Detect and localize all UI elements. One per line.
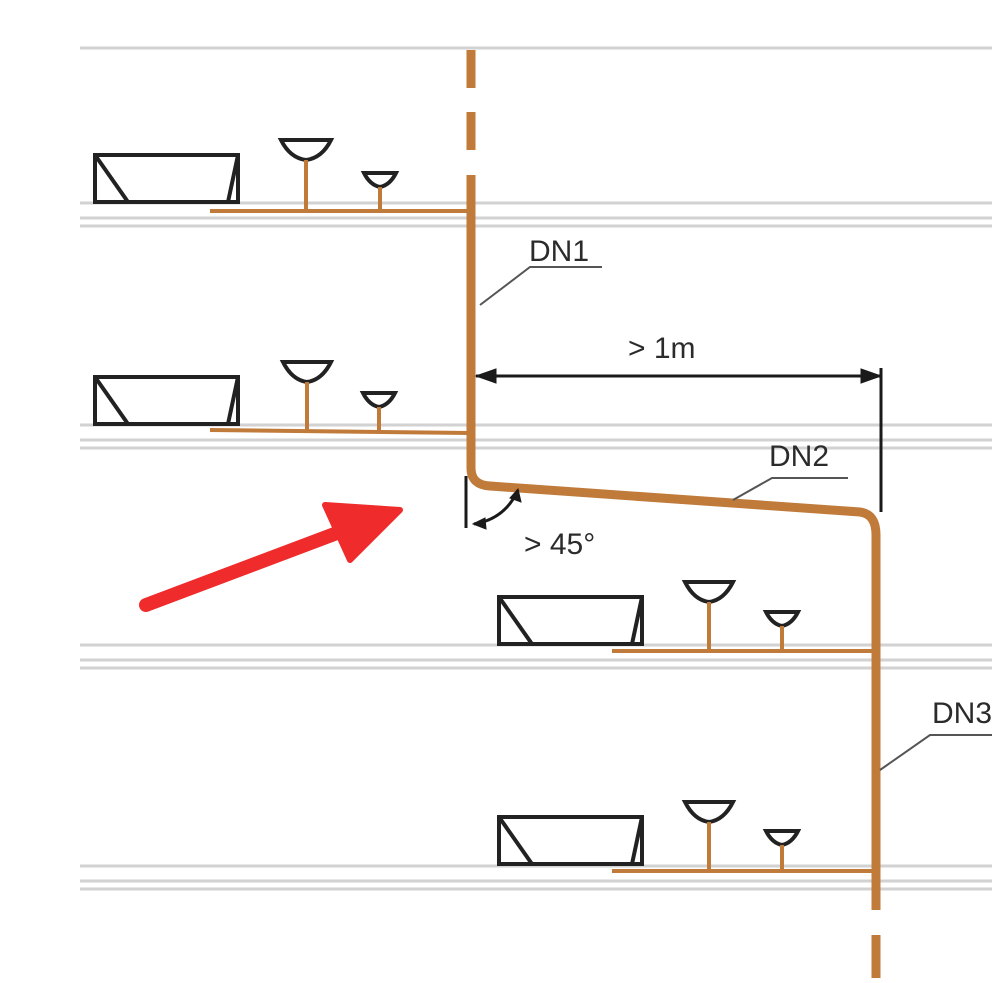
leader-lines xyxy=(479,266,992,771)
washbasin-icon xyxy=(681,580,737,605)
dn3-leader xyxy=(879,734,992,771)
small-washbasin-icon xyxy=(360,171,400,190)
floor-lines xyxy=(80,46,992,891)
fixtures xyxy=(93,138,802,866)
floor-1-fixtures xyxy=(93,138,400,204)
bathtub-icon xyxy=(497,815,644,866)
dn2-label: DN2 xyxy=(769,440,829,473)
bathtub-icon xyxy=(93,153,240,204)
min-offset-label: > 1m xyxy=(628,332,696,365)
floor-slab-1 xyxy=(80,201,992,228)
dn3-label: DN3 xyxy=(932,697,992,730)
floor-2-branch-pipe xyxy=(209,382,471,435)
red-pointer-arrow-icon xyxy=(139,502,403,612)
min-angle-label: > 45° xyxy=(524,528,595,561)
bathtub-icon xyxy=(93,375,240,426)
floor-1-branch-pipe xyxy=(210,160,470,213)
small-washbasin-icon xyxy=(359,391,399,410)
floor-4-branch-pipe xyxy=(612,822,876,873)
floor-slab-3 xyxy=(80,643,992,670)
floor-3-fixtures xyxy=(497,580,802,646)
floor-2-fixtures xyxy=(93,360,399,426)
small-washbasin-icon xyxy=(762,610,802,629)
washbasin-icon xyxy=(681,800,737,825)
dn1-label: DN1 xyxy=(529,235,589,268)
floor-4-fixtures xyxy=(497,800,802,866)
dn2-leader xyxy=(732,477,848,501)
pipework xyxy=(209,50,881,978)
floor-3-branch-pipe xyxy=(612,602,876,653)
angle-dimension xyxy=(464,476,522,530)
dn1-leader xyxy=(479,266,602,306)
small-washbasin-icon xyxy=(762,829,802,848)
bathtub-icon xyxy=(497,595,644,646)
offset-dimension xyxy=(474,368,883,512)
washbasin-icon xyxy=(277,138,335,163)
dn1-upper-stack-pipe xyxy=(466,175,881,910)
washbasin-icon xyxy=(279,360,335,385)
